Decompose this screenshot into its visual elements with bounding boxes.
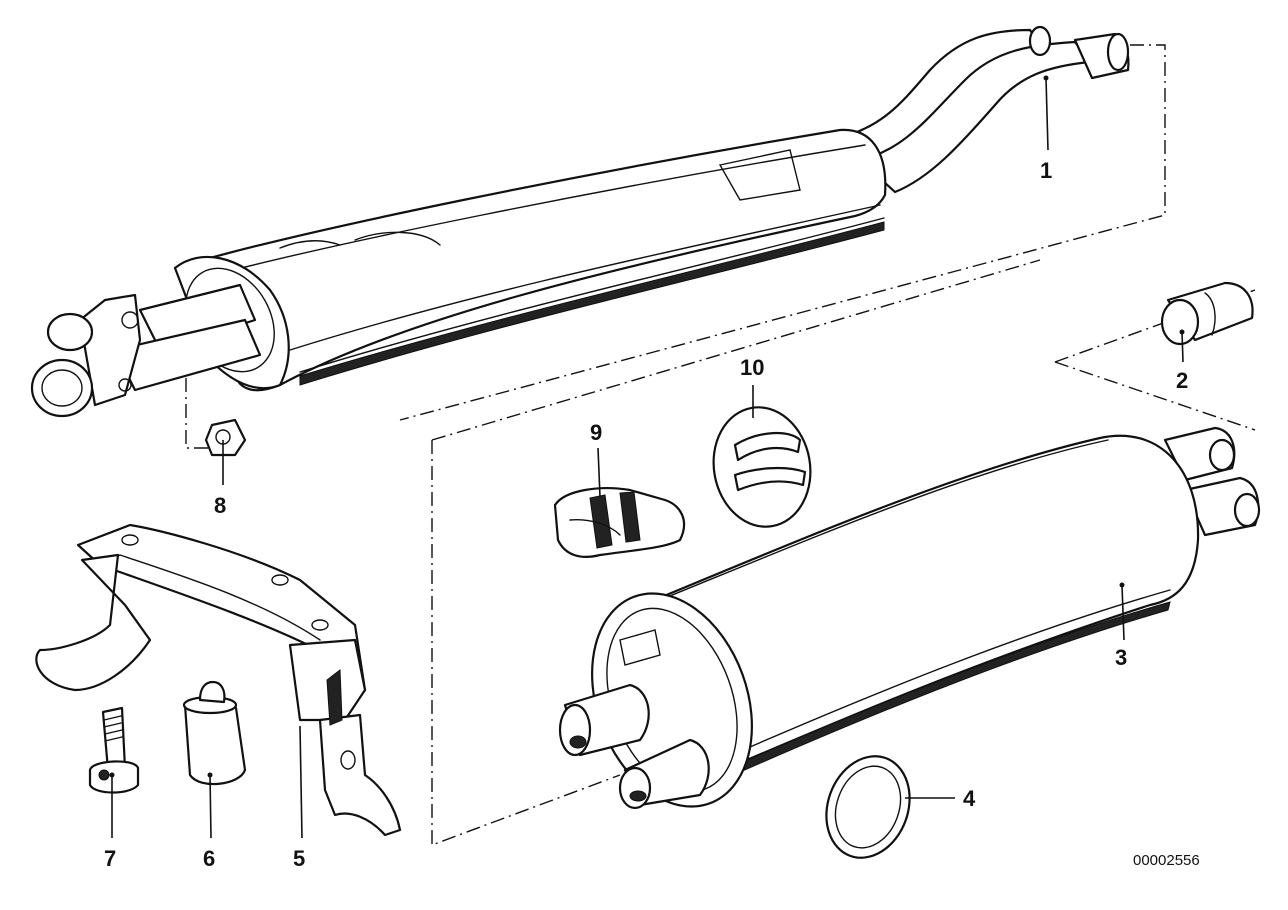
callout-2: 2: [1176, 368, 1188, 393]
mounting-bracket-part-5[interactable]: [35, 523, 402, 837]
assembly-lines: [185, 44, 1256, 847]
bolt-part-7[interactable]: [88, 706, 140, 794]
rear-silencer-part-3[interactable]: [558, 426, 1261, 829]
rubber-hanger-part-9[interactable]: [553, 487, 686, 558]
diagram-reference-code: 00002556: [1133, 852, 1200, 869]
leader-lines: [109, 75, 1185, 839]
callout-4: 4: [963, 786, 976, 811]
callout-6: 6: [203, 846, 215, 871]
callout-1: 1: [1040, 158, 1052, 183]
nut-part-8[interactable]: [204, 418, 247, 457]
front-silencer-part-1[interactable]: [30, 25, 1130, 418]
ring-gasket-part-4[interactable]: [813, 744, 924, 869]
callout-labels: 1 2 3 4 5 6 7 8 9 10: [104, 158, 1188, 871]
callout-8: 8: [214, 493, 226, 518]
callout-7: 7: [104, 846, 116, 871]
callout-9: 9: [590, 420, 602, 445]
callout-5: 5: [293, 846, 305, 871]
rubber-buffer-part-6[interactable]: [182, 680, 247, 786]
rubber-mount-part-10[interactable]: [704, 400, 819, 535]
callout-10: 10: [740, 355, 764, 380]
callout-3: 3: [1115, 645, 1127, 670]
pipe-sleeve-part-2[interactable]: [1160, 281, 1254, 346]
